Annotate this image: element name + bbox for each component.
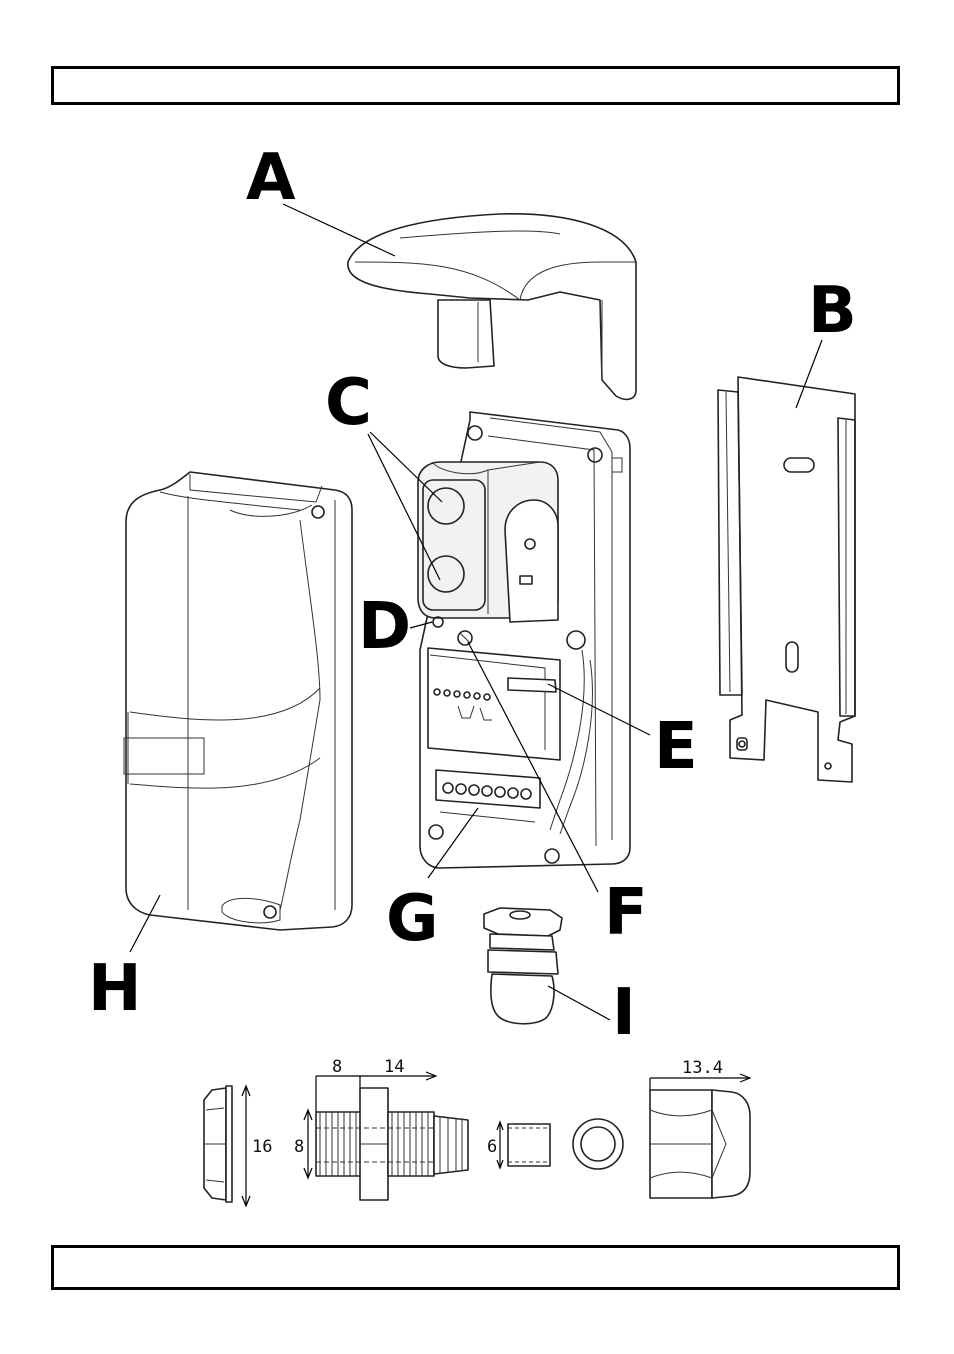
part-i-cable-gland (484, 908, 562, 1024)
dim-body-left: 8 (332, 1057, 342, 1077)
callout-c: C (325, 366, 372, 440)
callout-h: H (88, 952, 142, 1026)
callout-a: A (246, 141, 296, 215)
dim-cap-height: 16 (252, 1137, 272, 1157)
callout-e: E (654, 710, 698, 784)
base-unit (418, 412, 630, 868)
dim-nut-width: 13.4 (682, 1058, 723, 1078)
dim-body-right: 14 (384, 1057, 404, 1077)
dim-thread-diameter: 8 (294, 1137, 304, 1157)
callout-b: B (808, 274, 857, 348)
callout-f: F (604, 876, 648, 950)
dim-seal-height: 6 (487, 1137, 497, 1157)
part-b-mounting-plate (718, 377, 855, 782)
callout-d: D (358, 590, 411, 664)
gland-dimension-drawing: 16 8 14 8 6 13.4 (204, 1057, 750, 1206)
callout-i: I (612, 976, 636, 1050)
callout-g: G (386, 882, 439, 956)
part-h-front-cover (124, 472, 352, 930)
part-a-hood (348, 214, 636, 400)
